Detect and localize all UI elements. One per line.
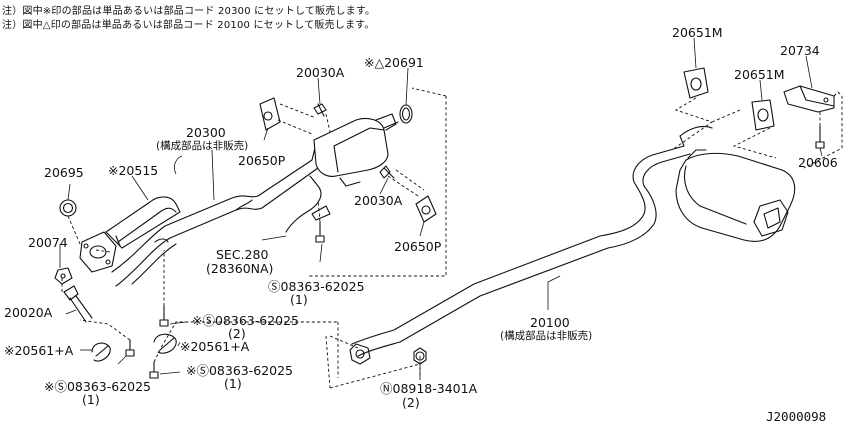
- seal-ring-20691[interactable]: [399, 104, 413, 124]
- label-20650P-left: 20650P: [238, 153, 286, 168]
- label-bolt-c: ※Ⓢ08363-62025: [186, 363, 294, 378]
- label-20515: ※20515: [108, 163, 159, 178]
- label-20030A-top: 20030A: [296, 65, 345, 80]
- label-bolt-d-qty: (1): [82, 392, 100, 407]
- label-20100: 20100: [530, 315, 570, 330]
- stud-20020A[interactable]: [63, 285, 93, 323]
- front-flange-20074[interactable]: [79, 231, 117, 273]
- hanger-mid-20651M[interactable]: [751, 99, 775, 131]
- label-20030A-mid: 20030A: [354, 193, 403, 208]
- label-20561A-left: ※20561+A: [4, 343, 74, 358]
- label-20100-note: (構成部品は非販売): [500, 330, 593, 342]
- label-20651M-top: 20651M: [672, 25, 723, 40]
- label-20561A-right: ※20561+A: [180, 339, 250, 354]
- label-nut: Ⓝ08918-3401A: [380, 381, 478, 396]
- note-20300: 注）図中※印の部品は単品あるいは部品コード 20300 にセットして販売します。: [2, 6, 376, 17]
- label-20300: 20300: [186, 125, 226, 140]
- heat-shield-20515[interactable]: [105, 196, 181, 249]
- bolts[interactable]: [125, 103, 825, 379]
- label-bolt-d: ※Ⓢ08363-62025: [44, 379, 152, 394]
- label-nut-qty: (2): [402, 395, 420, 410]
- label-20691: ※△20691: [364, 55, 424, 70]
- label-20650P-right: 20650P: [394, 239, 442, 254]
- label-bolt-b-qty: (2): [228, 326, 246, 341]
- guide-lines: [61, 87, 843, 389]
- gasket-20695[interactable]: [59, 199, 77, 217]
- label-20074: 20074: [28, 235, 68, 250]
- front-exhaust-tube-20300[interactable]: [111, 143, 323, 287]
- label-20651M-mid: 20651M: [734, 67, 785, 82]
- label-bolt-c-qty: (1): [224, 376, 242, 391]
- label-sec280-code: (28360NA): [206, 261, 274, 276]
- nut-20074[interactable]: [54, 267, 73, 285]
- label-20606: 20606: [798, 155, 838, 170]
- label-20695: 20695: [44, 165, 84, 180]
- center-muffler[interactable]: [313, 113, 399, 187]
- clamp-right-20561A[interactable]: [153, 333, 177, 354]
- note-20100: 注）図中△印の部品は単品あるいは部品コード 20100 にセットして販売します。: [2, 20, 375, 31]
- label-bolt-b: ※Ⓢ08363-62025: [192, 313, 300, 328]
- bracket-20734[interactable]: [783, 85, 835, 113]
- hanger-left-20650P[interactable]: [259, 97, 281, 131]
- label-sec280: SEC.280: [216, 247, 269, 262]
- label-bolt-a: Ⓢ08363-62025: [268, 279, 365, 294]
- hanger-top-20651M[interactable]: [683, 67, 709, 99]
- rear-muffler[interactable]: [675, 149, 796, 243]
- clamp-left-20561A[interactable]: [91, 342, 111, 362]
- diagram-id: J2000098: [766, 409, 827, 424]
- label-bolt-a-qty: (1): [290, 292, 308, 307]
- label-20300-note: (構成部品は非販売): [156, 140, 249, 152]
- main-exhaust-pipe-20100[interactable]: [349, 125, 713, 365]
- hanger-right-20650P[interactable]: [415, 195, 437, 223]
- sensor-harness-sec280[interactable]: [285, 175, 331, 233]
- label-20734: 20734: [780, 43, 820, 58]
- label-20020A: 20020A: [4, 305, 53, 320]
- leader-lines: [59, 37, 823, 378]
